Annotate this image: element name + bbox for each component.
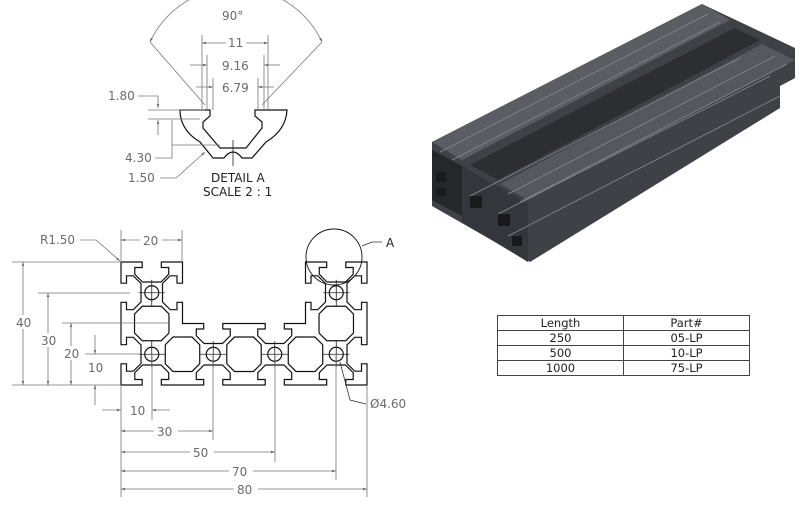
height-40-dim: 40 [16,316,31,330]
x50-dim: 50 [193,446,208,460]
center-hole [138,279,165,306]
hollow-chamber [133,305,170,342]
x80-dim: 80 [237,483,252,497]
length-cell: 1000 [497,360,624,376]
hole-diameter-dim: Ø4.60 [370,397,406,411]
dim-1-80: 1.80 [108,89,135,103]
table-header-row: Length Part# [497,315,750,331]
detail-a-view: 90° 11 9.16 6.79 1.80 4.30 1.50 DETAIL A… [108,0,323,199]
x10-dim: 10 [130,404,145,418]
part-cell: 05-LP [623,330,750,346]
x70-dim: 70 [232,465,247,479]
length-cell: 500 [497,345,624,361]
x30-dim: 30 [157,425,172,439]
dim-9-16: 9.16 [222,59,249,73]
radius-dim: R1.50 [40,233,75,247]
hollow-chamber [164,336,201,373]
height-30-dim: 30 [41,334,56,348]
detail-scale: SCALE 2 : 1 [203,185,272,199]
height-10-dim: 10 [88,361,103,375]
hollow-chamber [287,336,324,373]
part-cell: 10-LP [623,345,750,361]
part-cell: 75-LP [623,360,750,376]
dim-6-79: 6.79 [222,81,249,95]
dim-1-50: 1.50 [128,171,155,185]
angle-dim: 90° [222,9,243,23]
center-hole [323,279,350,306]
isometric-3d-view [432,4,795,262]
profile-section-view: A R1.50 20 40 30 20 10 10 30 [12,228,406,497]
length-cell: 250 [497,330,624,346]
dim-4-30: 4.30 [125,151,152,165]
hollow-chamber [226,336,262,373]
profile-outline [120,261,368,386]
header-part: Part# [623,315,750,331]
detail-title: DETAIL A [211,171,265,185]
top-width-dim: 20 [143,234,158,248]
header-length: Length [497,315,624,331]
hollow-chamber [318,305,355,342]
dim-11: 11 [228,36,243,50]
detail-callout: A [386,236,395,250]
height-20-dim: 20 [64,347,79,361]
